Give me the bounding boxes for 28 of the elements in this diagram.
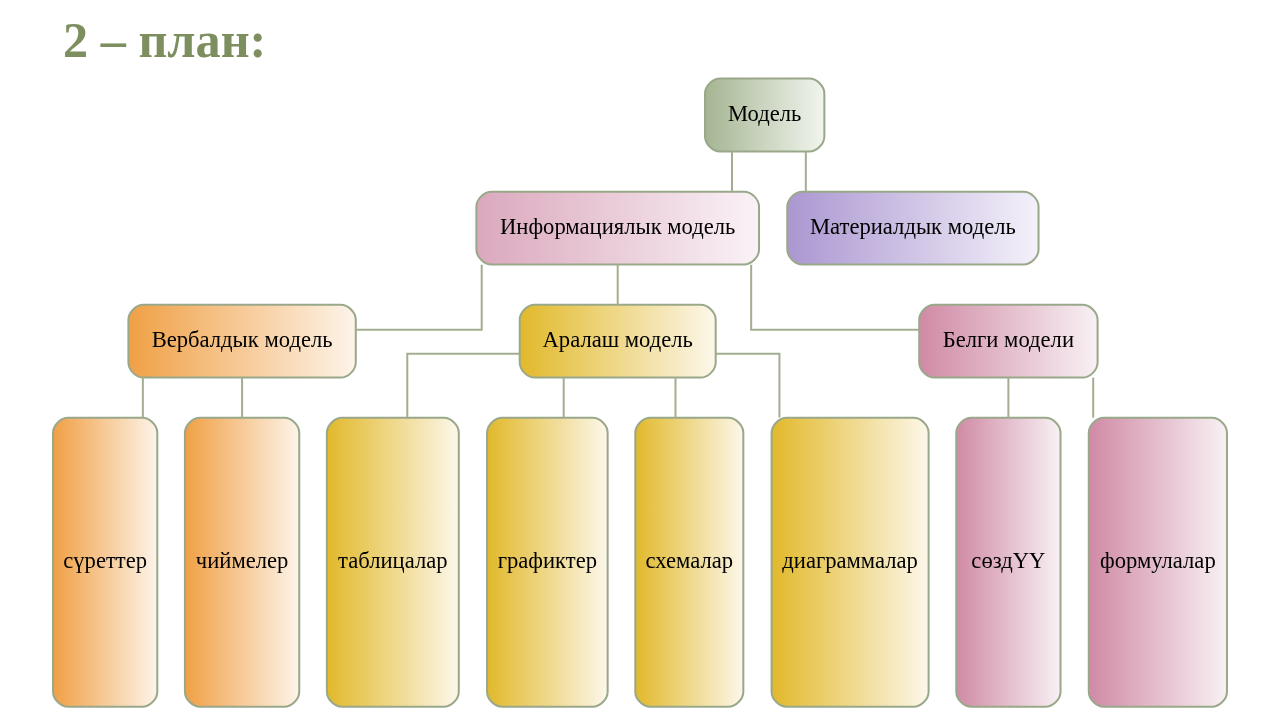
node-box: схемалар [634, 416, 745, 708]
node-box: Вербалдык модель [127, 303, 357, 379]
connector [141, 377, 144, 418]
connector [1007, 377, 1010, 418]
connector [562, 377, 565, 418]
node-box: диаграммалар [770, 416, 930, 708]
node-box: Информациялык модель [475, 190, 761, 266]
connector [355, 264, 483, 331]
node-box: Аралаш модель [518, 303, 717, 379]
connector [716, 352, 781, 418]
connector [804, 152, 807, 192]
connector [731, 152, 734, 192]
connector [750, 264, 920, 331]
node-box: Материалдык модель [786, 190, 1040, 266]
node-box: формулалар [1087, 416, 1228, 708]
node-box: Белги модели [918, 303, 1099, 379]
connector [1092, 377, 1095, 418]
connector [674, 377, 677, 418]
node-box: графиктер [486, 416, 609, 708]
connector [406, 352, 520, 418]
diagram-title: 2 – план: [63, 12, 267, 69]
connector [616, 265, 619, 305]
node-box: таблицалар [325, 416, 460, 708]
node-box: сөздҮҮ [955, 416, 1062, 708]
node-box: сүреттер [52, 416, 159, 708]
node-box: Модель [704, 77, 826, 153]
connector [241, 377, 244, 418]
node-box: чиймелер [183, 416, 301, 708]
